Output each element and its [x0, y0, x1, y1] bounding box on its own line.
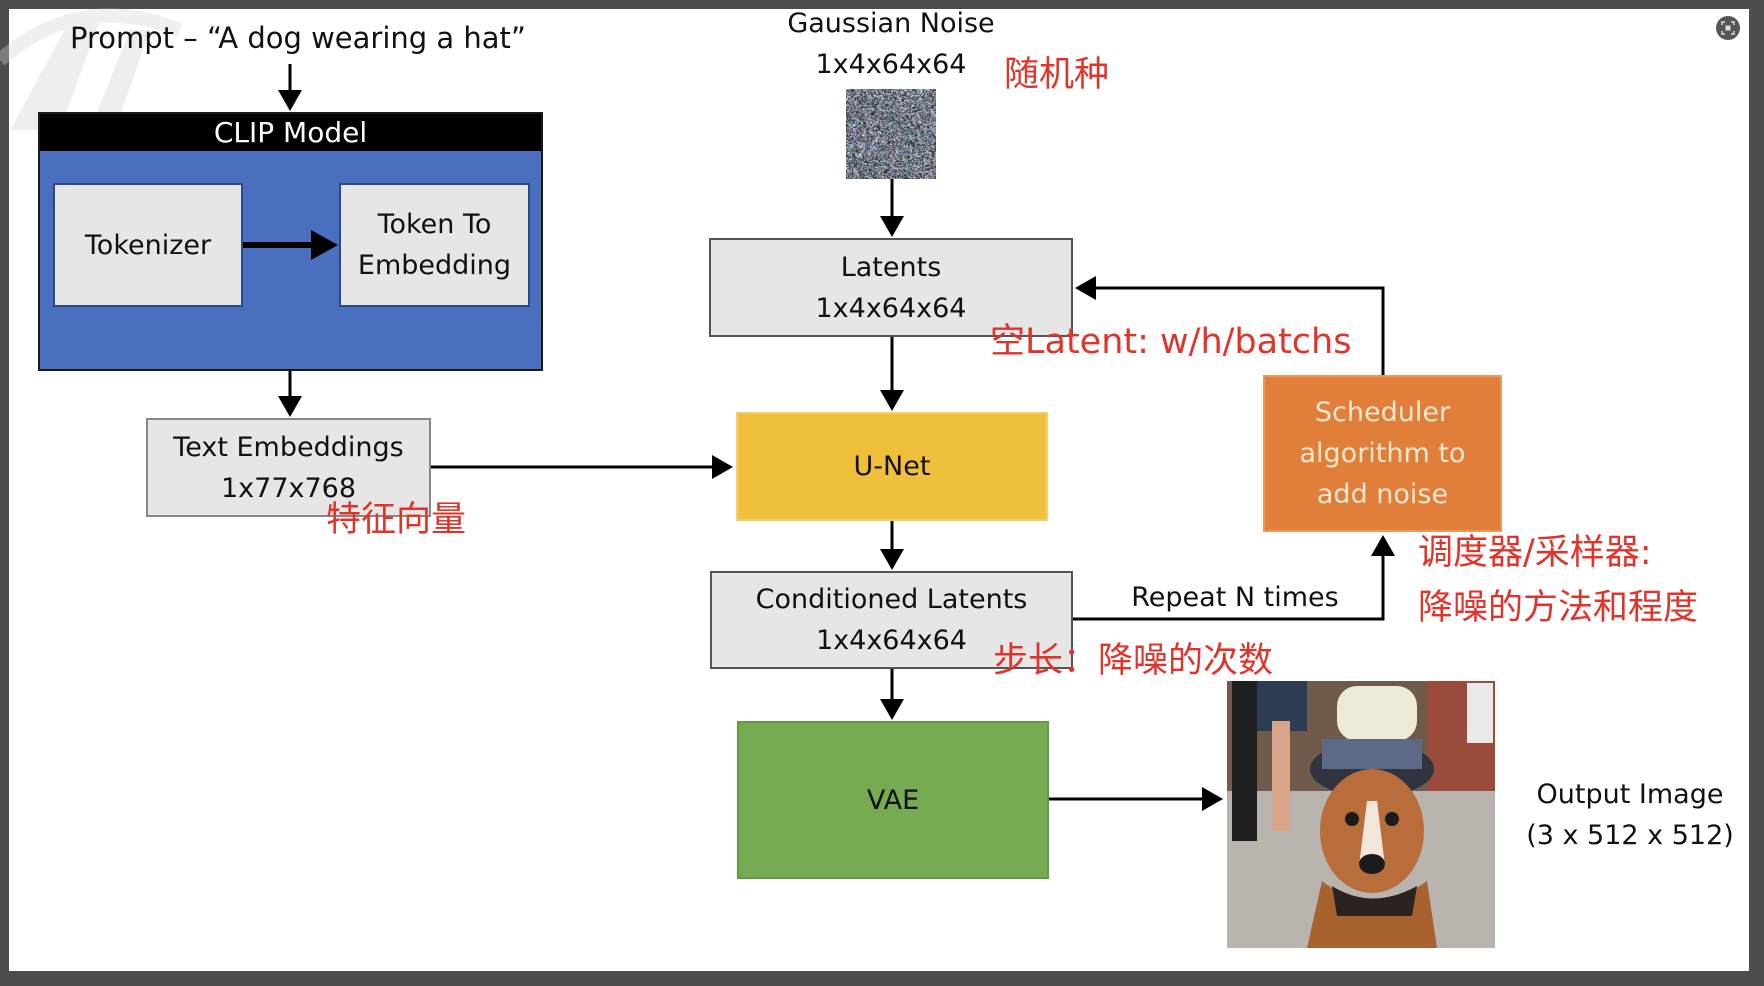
annotation-random-seed: 随机种	[1004, 55, 1110, 95]
latents-box: Latents 1x4x64x64	[709, 238, 1073, 337]
watermark-logo-icon	[0, 8, 183, 130]
vae-label: VAE	[866, 784, 920, 816]
conditioned-latents-box: Conditioned Latents 1x4x64x64	[710, 571, 1073, 669]
latents-dims: 1x4x64x64	[815, 292, 967, 324]
output-image-dims: (3 x 512 x 512)	[1526, 820, 1734, 851]
gaussian-noise-image	[846, 89, 936, 179]
latents-title: Latents	[840, 251, 942, 283]
text-embeddings-box: Text Embeddings 1x77x768	[146, 418, 431, 517]
arrow-scheduler-to-latents	[1075, 276, 1385, 375]
repeat-n-times-label: Repeat N times	[1131, 582, 1339, 613]
text-embeddings-title: Text Embeddings	[173, 431, 404, 463]
annotation-scheduler-note-1: 调度器/采样器:	[1418, 533, 1652, 573]
annotation-scheduler-note-2: 降噪的方法和程度	[1418, 588, 1699, 628]
screenshot-capture-icon[interactable]	[1716, 16, 1740, 40]
token-to-embedding-line1: Token To	[377, 209, 492, 240]
conditioned-latents-title: Conditioned Latents	[755, 584, 1028, 615]
scheduler-box: Scheduler algorithm to add noise	[1263, 375, 1502, 532]
scheduler-line3: add noise	[1316, 479, 1449, 510]
annotation-steps: 步长：降噪的次数	[993, 641, 1274, 681]
tokenizer-label: Tokenizer	[84, 229, 212, 261]
gaussian-noise-dims: 1x4x64x64	[815, 49, 967, 80]
scheduler-line2: algorithm to	[1299, 438, 1466, 469]
arrow-repeat-to-scheduler	[1073, 535, 1395, 621]
scheduler-line1: Scheduler	[1314, 397, 1451, 428]
output-dog-image	[1227, 681, 1495, 948]
token-to-embedding-line2: Embedding	[357, 250, 512, 281]
conditioned-latents-dims: 1x4x64x64	[815, 625, 967, 656]
clip-model-title: CLIP Model	[213, 116, 368, 149]
annotation-empty-latent: 空Latent: w/h/batchs	[990, 322, 1352, 362]
output-image-title: Output Image	[1536, 779, 1724, 810]
token-to-embedding-box: Token To Embedding	[339, 183, 530, 307]
unet-label: U-Net	[853, 451, 931, 482]
tokenizer-box: Tokenizer	[53, 183, 243, 307]
vae-box: VAE	[737, 721, 1049, 879]
clip-model-header: CLIP Model	[40, 114, 541, 151]
unet-box: U-Net	[736, 412, 1048, 521]
text-embeddings-dims: 1x77x768	[220, 472, 357, 504]
annotation-feature-vector: 特征向量	[326, 500, 467, 540]
gaussian-noise-title: Gaussian Noise	[787, 8, 995, 39]
prompt-label: Prompt – “A dog wearing a hat”	[70, 21, 526, 55]
